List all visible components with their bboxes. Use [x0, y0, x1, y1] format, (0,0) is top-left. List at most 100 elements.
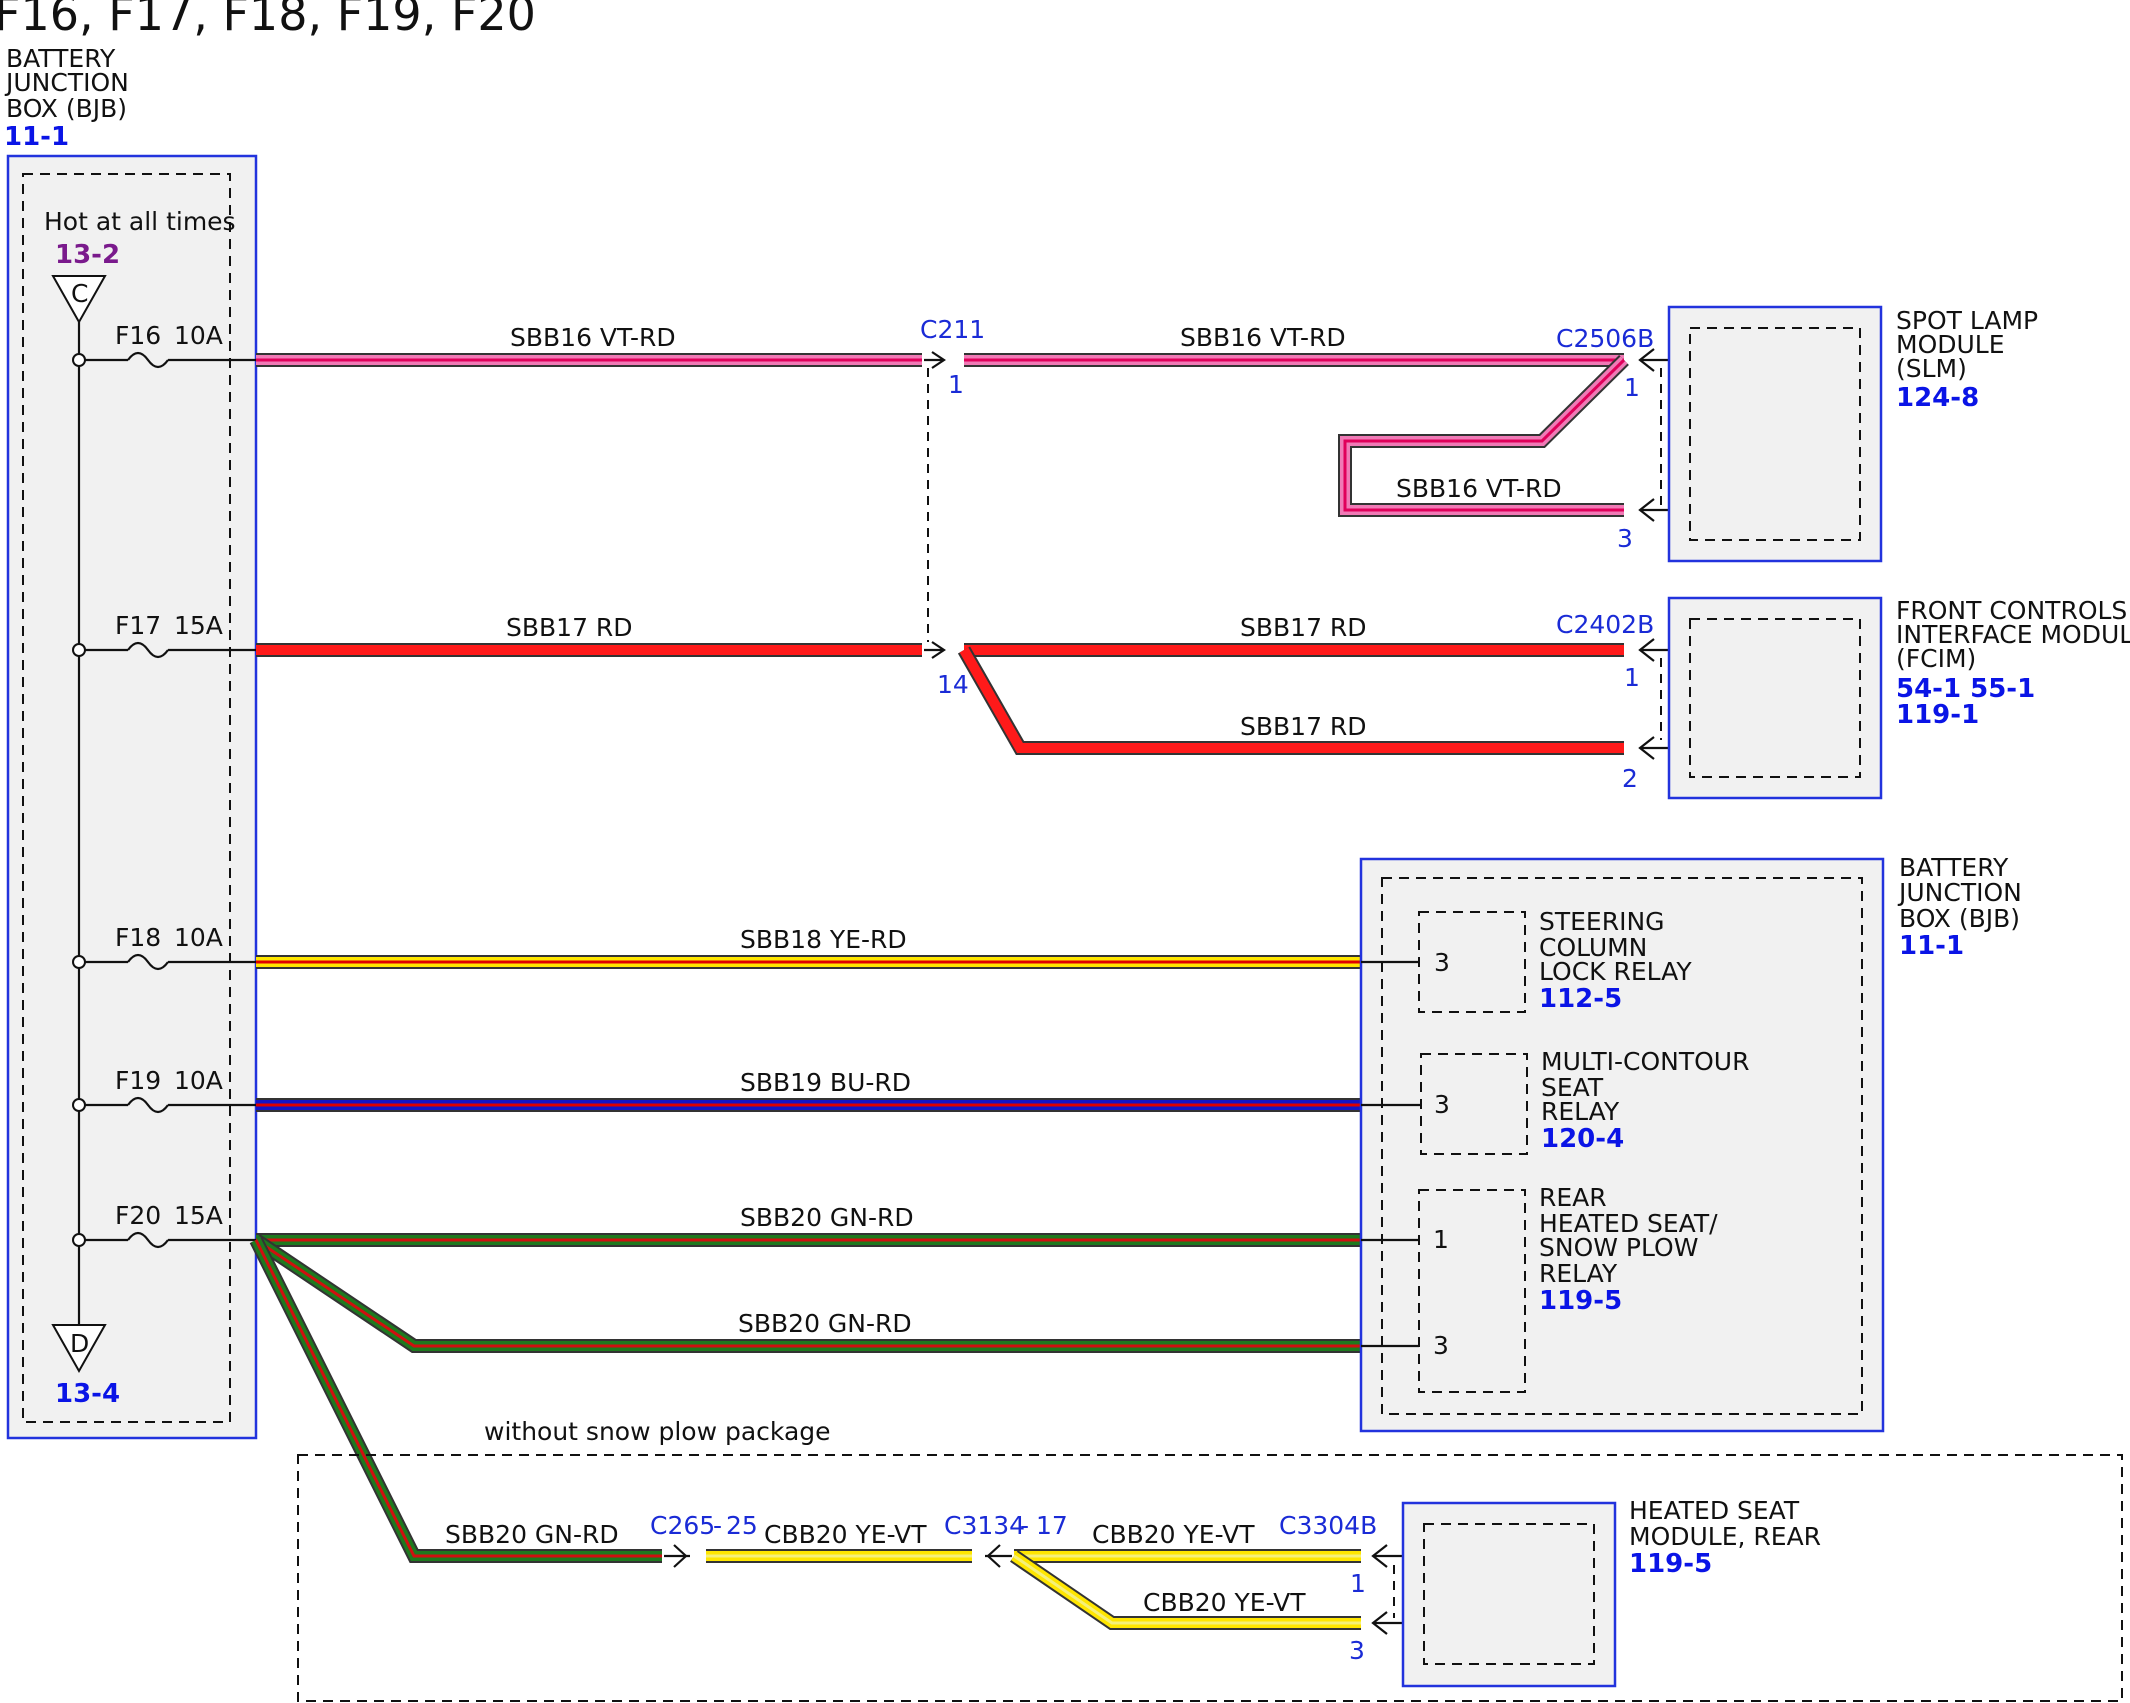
- fcim-name-line-1: FRONT CONTROLS: [1896, 596, 2127, 625]
- option-box: [297, 1454, 2123, 1702]
- fuse-f17-rating: 15A: [174, 611, 223, 640]
- hsm-name-line-2: MODULE, REAR: [1629, 1522, 1821, 1551]
- c2506b-pin3-label: 3: [1617, 524, 1633, 553]
- relay-1-name-line-3: LOCK RELAY: [1539, 957, 1692, 986]
- bjb-right-ref[interactable]: 11-1: [1899, 931, 1964, 961]
- wire-label-sbb17-c: SBB17 RD: [1240, 712, 1367, 741]
- wire-label-sbb16-c: SBB16 VT-RD: [1396, 474, 1562, 503]
- off-page-letter-top: C: [71, 279, 88, 308]
- fuse-f19-rating: 10A: [174, 1066, 223, 1095]
- relay-2-name-line-1: MULTI-CONTOUR: [1541, 1047, 1749, 1076]
- c2506b-pin1-label: 1: [1624, 373, 1640, 402]
- option-label: without snow plow package: [484, 1417, 831, 1446]
- heated-seat-module-box[interactable]: [1401, 1501, 1617, 1688]
- hsm-ref[interactable]: 119-5: [1629, 1549, 1712, 1579]
- slm-name-line-3: (SLM): [1896, 354, 1967, 383]
- fuse-f19-id: F19: [115, 1066, 161, 1095]
- relay-3-name-line-1: REAR: [1539, 1183, 1607, 1212]
- wire-cbb20-c[interactable]: [1010, 1550, 1361, 1630]
- wire-sbb20-c[interactable]: [249, 1236, 662, 1563]
- relay-2-ref[interactable]: 120-4: [1541, 1124, 1624, 1154]
- bjb-right-box[interactable]: [1359, 857, 1885, 1433]
- off-page-letter-bottom: D: [70, 1329, 89, 1358]
- c3304b-pin3-label: 3: [1349, 1636, 1365, 1665]
- fcim-name-line-2: INTERFACE MODULE: [1896, 620, 2130, 649]
- fuse-f16-id: F16: [115, 321, 161, 350]
- wire-sbb17-c[interactable]: [957, 646, 1624, 755]
- bjb-left-ref[interactable]: 11-1: [4, 122, 69, 152]
- c3134-mark: [985, 1544, 1012, 1568]
- relay-2-name-line-2: SEAT: [1541, 1073, 1604, 1102]
- c211-pin14-label: 14: [937, 670, 969, 699]
- wire-label-sbb20-b: SBB20 GN-RD: [738, 1309, 912, 1338]
- bjb-left-name-line-3: BOX (BJB): [6, 94, 127, 123]
- bjb-left-name-line-1: BATTERY: [6, 44, 116, 73]
- c3134-pin-dash: -: [1020, 1511, 1029, 1540]
- fuse-f18-rating: 10A: [174, 923, 223, 952]
- c211-pin14-mark: [924, 641, 946, 659]
- off-page-triangle-top: [51, 275, 107, 325]
- c265-pin-label: -: [713, 1511, 722, 1540]
- relay-1-ref[interactable]: 112-5: [1539, 984, 1622, 1014]
- relay-3-pin-3: 3: [1433, 1331, 1449, 1360]
- wire-label-sbb19: SBB19 BU-RD: [740, 1068, 911, 1097]
- fcim-name-line-3: (FCIM): [1896, 644, 1976, 673]
- wire-label-cbb20-b: CBB20 YE-VT: [1092, 1520, 1255, 1549]
- wire-sbb16-c[interactable]: [1338, 355, 1629, 517]
- fuse-f17-id: F17: [115, 611, 161, 640]
- wire-label-sbb18: SBB18 YE-RD: [740, 925, 907, 954]
- fuse-f20-rating: 15A: [174, 1201, 223, 1230]
- bjb-right-inner: [1381, 877, 1863, 1415]
- c2402b-pin2-label: 2: [1622, 764, 1638, 793]
- bjb-left-box: [6, 154, 258, 1440]
- wire-sbb20-b[interactable]: [252, 1234, 1361, 1353]
- heated-seat-module-inner: [1423, 1523, 1595, 1665]
- c265-label[interactable]: C265: [650, 1511, 715, 1540]
- top-ref-link[interactable]: 13-2: [55, 240, 120, 270]
- relay-2-pin: 3: [1434, 1090, 1450, 1119]
- relay-3-name-line-2: HEATED SEAT/: [1539, 1209, 1718, 1238]
- fcim-box[interactable]: [1667, 596, 1883, 800]
- c2506b-label[interactable]: C2506B: [1556, 324, 1654, 353]
- page-title: F16, F17, F18, F19, F20: [0, 0, 536, 41]
- off-page-triangle-bottom: [51, 1324, 107, 1374]
- fuse-f20: F20 15A: [72, 1201, 258, 1249]
- bjb-left-inner: [22, 173, 231, 1423]
- c211-pin1-mark: [924, 351, 946, 369]
- bjb-right-name-line-2: JUNCTION: [1897, 878, 2022, 907]
- c3134-pin-number: 17: [1036, 1511, 1068, 1540]
- c2402b-pin1-label: 1: [1624, 663, 1640, 692]
- fcim-inner: [1689, 618, 1861, 778]
- relay-3-name-line-4: RELAY: [1539, 1259, 1618, 1288]
- fcim-ref-1[interactable]: 54-1 55-1: [1896, 674, 2035, 704]
- relay-1-name-line-2: COLUMN: [1539, 933, 1647, 962]
- fuse-f16-rating: 10A: [174, 321, 223, 350]
- relay-3-name-line-3: SNOW PLOW: [1539, 1233, 1698, 1262]
- slm-name-line-2: MODULE: [1896, 330, 2005, 359]
- c3304b-label[interactable]: C3304B: [1279, 1511, 1377, 1540]
- wire-label-sbb20-a: SBB20 GN-RD: [740, 1203, 914, 1232]
- slm-box[interactable]: [1667, 305, 1883, 563]
- c211-pin1-label: 1: [948, 370, 964, 399]
- hsm-name-line-1: HEATED SEAT: [1629, 1496, 1800, 1525]
- wire-label-sbb17-a: SBB17 RD: [506, 613, 633, 642]
- c3134-label[interactable]: C3134: [944, 1511, 1025, 1540]
- wire-label-cbb20-c: CBB20 YE-VT: [1143, 1588, 1306, 1617]
- relay-3-ref[interactable]: 119-5: [1539, 1286, 1622, 1316]
- wire-label-sbb17-b: SBB17 RD: [1240, 613, 1367, 642]
- c211-label[interactable]: C211: [920, 315, 985, 344]
- c2402b-label[interactable]: C2402B: [1556, 610, 1654, 639]
- wire-label-sbb20-c: SBB20 GN-RD: [445, 1520, 619, 1549]
- bottom-ref-link[interactable]: 13-4: [55, 1379, 120, 1409]
- relay-1-name-line-1: STEERING: [1539, 907, 1665, 936]
- fcim-ref-2[interactable]: 119-1: [1896, 700, 1979, 730]
- bjb-right-name-line-1: BATTERY: [1899, 853, 2009, 882]
- c265-pin-number: 25: [726, 1511, 758, 1540]
- relay-2-name-line-3: RELAY: [1541, 1097, 1620, 1126]
- slm-inner: [1689, 327, 1861, 541]
- fuse-f18-id: F18: [115, 923, 161, 952]
- hot-at-all-times-label: Hot at all times: [44, 207, 236, 236]
- slm-ref[interactable]: 124-8: [1896, 383, 1979, 413]
- wire-label-sbb16-a: SBB16 VT-RD: [510, 323, 676, 352]
- fuse-f20-id: F20: [115, 1201, 161, 1230]
